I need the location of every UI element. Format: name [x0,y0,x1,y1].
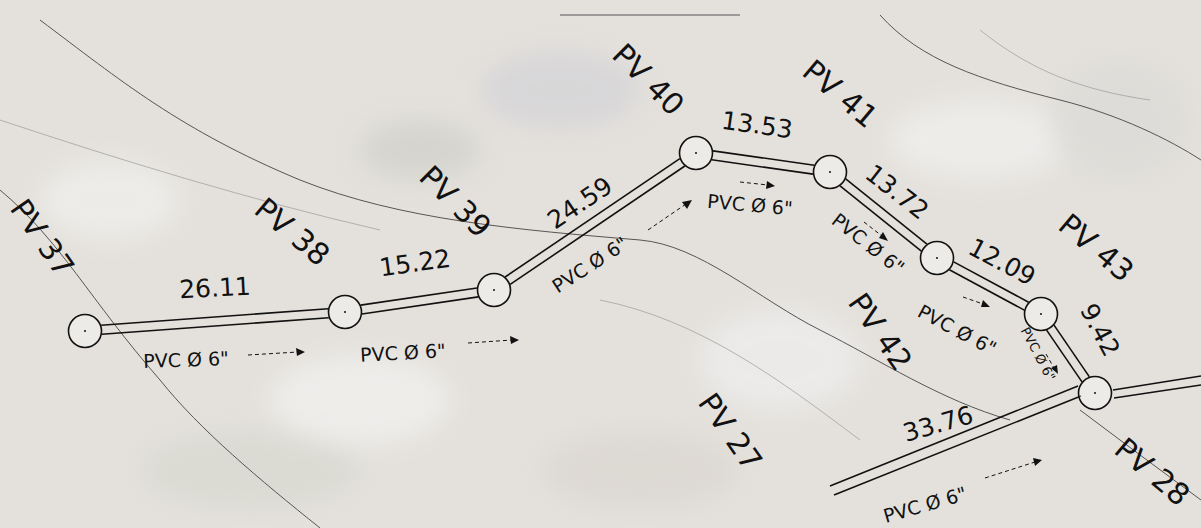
manhole-circle [1077,375,1113,411]
pipe-spec: PVC Ø 6" [881,484,969,526]
pipe-length: 24.59 [543,173,616,234]
sewer-pipe [361,288,479,314]
manhole-node: PV 37 [67,313,103,349]
manhole-node: PV 41 [812,154,848,190]
manhole-label: PV 28 [1109,433,1194,511]
pipe-spec: PVC Ø 6" [915,302,999,359]
pipe-length: 9.42 [1076,300,1124,361]
sewer-pipe [101,309,329,335]
pipe-length: 33.76 [900,402,976,446]
pipe-spec: PVC Ø 6" [143,349,229,371]
manhole-circle [919,240,955,276]
manhole-label: PV 41 [797,55,882,133]
manhole-node: PV 38 [327,294,363,330]
manhole-label: PV 38 [249,193,334,271]
manhole-node: PV 40 [678,135,714,171]
manhole-circle [67,313,103,349]
manhole-node: PV 42 [919,240,955,276]
pipe-spec: PVC Ø 6" [360,341,446,364]
sewer-pipe [712,151,815,174]
pipe-length: 15.22 [378,246,452,281]
pipe-spec: PVC Ø 6" [1019,325,1058,383]
manhole-circle [327,294,363,330]
pipe-length: 13.53 [720,108,794,143]
manhole-node: PV 39 [476,272,512,308]
manhole-node: PV 28 [1077,375,1113,411]
manhole-circle [678,135,714,171]
pipe-length: 26.11 [179,274,252,303]
manhole-circle [812,154,848,190]
manhole-circle [476,272,512,308]
pipe-spec: PVC Ø 6" [828,210,907,278]
manhole-label: PV 43 [1053,209,1138,287]
pipe-spec: PVC Ø 6" [549,234,631,297]
pipe-length: 12.09 [965,234,1040,290]
pipe-spec: PVC Ø 6" [707,192,794,218]
